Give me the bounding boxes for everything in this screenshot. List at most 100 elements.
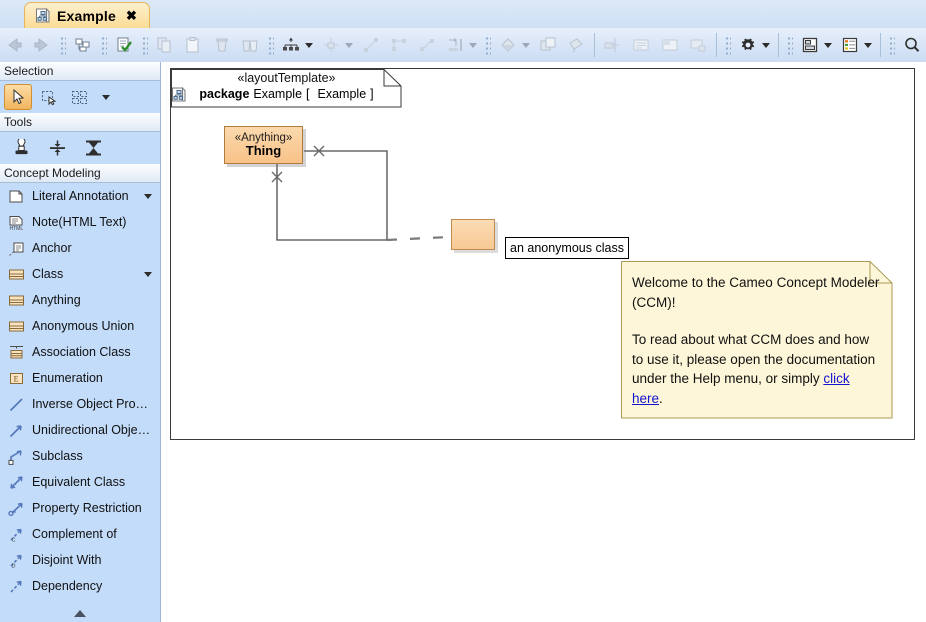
- chevron-down-icon[interactable]: [762, 43, 770, 48]
- palette-item-literal-annotation[interactable]: Literal Annotation: [0, 183, 160, 209]
- chevron-down-icon[interactable]: [144, 194, 152, 199]
- package-name: Example: [253, 87, 302, 101]
- toolbar-separator: [716, 33, 717, 57]
- toolbar-grip[interactable]: [267, 35, 274, 55]
- legend-icon[interactable]: [837, 31, 863, 59]
- toolbar-grip[interactable]: [59, 35, 66, 55]
- note-paragraph-2-after: .: [659, 391, 663, 406]
- palette-item-class[interactable]: Class: [0, 261, 160, 287]
- package-header[interactable]: «layoutTemplate» package Example [: [171, 69, 402, 107]
- package-bracket-open: [: [306, 87, 309, 101]
- oblique-path-icon[interactable]: [358, 31, 384, 59]
- palette-item-disjoint-with[interactable]: D Disjoint With: [0, 547, 160, 573]
- bezier-path-icon[interactable]: [414, 31, 440, 59]
- generalization-tree-icon[interactable]: [278, 31, 304, 59]
- panes-icon[interactable]: [797, 31, 823, 59]
- disjoint-with-icon: D: [8, 552, 25, 569]
- align-icon[interactable]: [600, 31, 626, 59]
- palette-item-anchor[interactable]: Anchor: [0, 235, 160, 261]
- palette-item-label: Class: [32, 267, 63, 281]
- marquee-select-tool[interactable]: [36, 85, 62, 109]
- svg-text:HTML: HTML: [10, 226, 24, 231]
- package-title-line: package Example [ Example: [171, 87, 402, 101]
- paste-icon[interactable]: [180, 31, 206, 59]
- chevron-down-icon[interactable]: [522, 43, 530, 48]
- chevron-down-icon[interactable]: [824, 43, 832, 48]
- chevron-down-icon[interactable]: [305, 43, 313, 48]
- align-center-tool[interactable]: [44, 136, 70, 160]
- toolbar-separator: [594, 33, 595, 57]
- palette-section-concept-modeling-header[interactable]: Concept Modeling: [0, 164, 160, 183]
- class-shape-thing[interactable]: «Anything» Thing: [224, 126, 303, 164]
- chevron-down-icon[interactable]: [345, 43, 353, 48]
- validate-icon[interactable]: [111, 31, 137, 59]
- close-icon[interactable]: ✖: [126, 8, 137, 24]
- line-style-icon[interactable]: [442, 31, 468, 59]
- search-icon[interactable]: [899, 31, 925, 59]
- toolbar-separator: [880, 33, 881, 57]
- palette-item-label: Anchor: [32, 241, 72, 255]
- anonymous-class-label[interactable]: an anonymous class: [505, 237, 629, 259]
- rectilinear-path-icon[interactable]: [318, 31, 344, 59]
- chevron-down-icon[interactable]: [102, 95, 110, 100]
- svg-text:D: D: [12, 563, 16, 568]
- diagram-frame[interactable]: «layoutTemplate» package Example [: [170, 68, 915, 440]
- palette-item-label: Dependency: [32, 579, 102, 593]
- palette-item-label: Enumeration: [32, 371, 103, 385]
- palette-item-association-class[interactable]: Association Class: [0, 339, 160, 365]
- stamp-tool[interactable]: [8, 136, 34, 160]
- anonymous-class-shape[interactable]: [451, 219, 495, 250]
- format-painter-icon[interactable]: [563, 31, 589, 59]
- bring-to-front-icon[interactable]: [535, 31, 561, 59]
- chevron-down-icon[interactable]: [864, 43, 872, 48]
- palette-item-property-restriction[interactable]: Property Restriction: [0, 495, 160, 521]
- palette-scroll-up-button[interactable]: [0, 608, 160, 618]
- palette-item-unidirectional-object-property[interactable]: Unidirectional Obje…: [0, 417, 160, 443]
- toolbar-grip[interactable]: [888, 35, 895, 55]
- palette-item-complement-of[interactable]: C Complement of: [0, 521, 160, 547]
- tree-path-icon[interactable]: [386, 31, 412, 59]
- select-in-containment-tree-icon[interactable]: [70, 31, 96, 59]
- toolbar-grip[interactable]: [724, 35, 731, 55]
- palette-item-note-html-text[interactable]: HTML Note(HTML Text): [0, 209, 160, 235]
- back-icon[interactable]: [1, 31, 27, 59]
- chevron-down-icon[interactable]: [469, 43, 477, 48]
- diagram-palette: Selection Tools: [0, 62, 161, 622]
- copy-icon[interactable]: [152, 31, 178, 59]
- layout-grid-icon[interactable]: [628, 31, 654, 59]
- dependency-icon: [8, 578, 25, 595]
- palette-section-tools-header[interactable]: Tools: [0, 113, 160, 132]
- diagram-canvas[interactable]: «layoutTemplate» package Example [: [161, 62, 926, 622]
- palette-item-enumeration[interactable]: E Enumeration: [0, 365, 160, 391]
- palette-item-dependency[interactable]: Dependency: [0, 573, 160, 599]
- palette-item-subclass[interactable]: Subclass: [0, 443, 160, 469]
- layout-columns-icon[interactable]: [656, 31, 682, 59]
- palette-item-inverse-object-property[interactable]: Inverse Object Pro…: [0, 391, 160, 417]
- anchor-icon: [8, 240, 25, 257]
- toolbar-grip[interactable]: [100, 35, 107, 55]
- fill-color-icon[interactable]: [495, 31, 521, 59]
- note-paragraph-2: To read about what CCM does and how to u…: [632, 330, 882, 408]
- tab-example[interactable]: Example ✖: [24, 2, 150, 28]
- distribute-tool[interactable]: [80, 136, 106, 160]
- toolbar-grip[interactable]: [786, 35, 793, 55]
- forward-icon[interactable]: [29, 31, 55, 59]
- package-inner-name: Example: [318, 87, 367, 101]
- cursor-tool[interactable]: [4, 84, 32, 110]
- palette-item-anything[interactable]: Anything: [0, 287, 160, 313]
- delete-icon[interactable]: [208, 31, 234, 59]
- palette-item-label: Equivalent Class: [32, 475, 125, 489]
- toolbar-grip[interactable]: [484, 35, 491, 55]
- welcome-note[interactable]: Welcome to the Cameo Concept Modeler (CC…: [621, 261, 893, 419]
- chevron-down-icon[interactable]: [144, 272, 152, 277]
- fit-shape-icon[interactable]: [685, 31, 711, 59]
- palette-item-equivalent-class[interactable]: Equivalent Class: [0, 469, 160, 495]
- gear-icon[interactable]: [735, 31, 761, 59]
- diagram-icon: [35, 8, 51, 24]
- delete-from-model-icon[interactable]: [237, 31, 263, 59]
- tab-label: Example: [57, 8, 116, 24]
- multi-select-tool[interactable]: [66, 85, 92, 109]
- toolbar-grip[interactable]: [141, 35, 148, 55]
- palette-section-selection-header[interactable]: Selection: [0, 62, 160, 81]
- palette-item-anonymous-union[interactable]: Anonymous Union: [0, 313, 160, 339]
